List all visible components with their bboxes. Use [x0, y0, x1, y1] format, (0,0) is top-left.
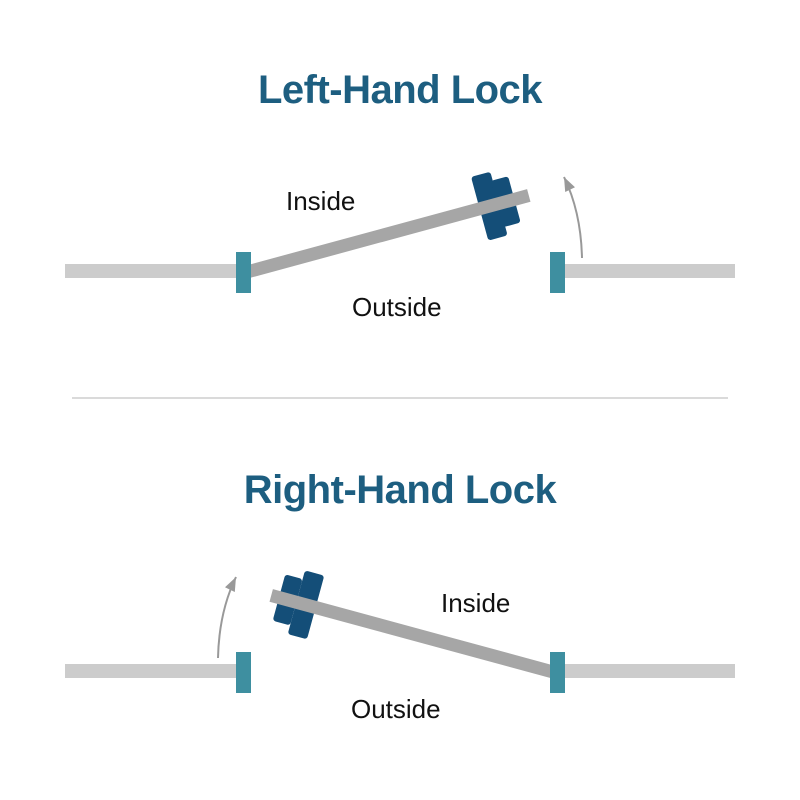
strike-post [550, 252, 565, 293]
hinge-post [236, 252, 251, 293]
inside-label-bottom: Inside [441, 588, 511, 618]
outside-label-top: Outside [352, 292, 442, 322]
door-leaf [245, 189, 531, 279]
wall-right [565, 664, 735, 678]
left-hand-lock-title: Left-Hand Lock [257, 68, 543, 112]
hinge-post [550, 652, 565, 693]
wall-left [65, 264, 236, 278]
swing-arrowhead-icon [564, 177, 575, 192]
right-hand-lock-diagram [65, 571, 735, 693]
right-hand-lock-title: Right-Hand Lock [243, 468, 557, 512]
outside-label-bottom: Outside [351, 694, 441, 724]
door-leaf [269, 589, 555, 679]
swing-arrowhead-icon [225, 577, 236, 592]
inside-label-top: Inside [286, 186, 356, 216]
left-hand-lock-diagram [65, 172, 735, 293]
strike-post [236, 652, 251, 693]
section-divider [72, 397, 728, 399]
wall-right [565, 264, 735, 278]
wall-left [65, 664, 236, 678]
